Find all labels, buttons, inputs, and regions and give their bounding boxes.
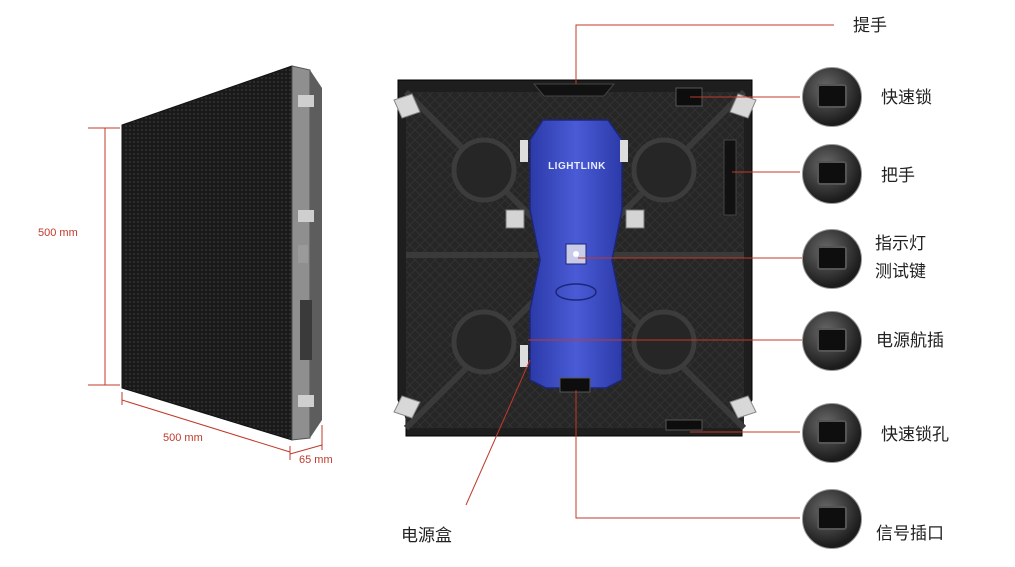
width-dimension-label: 500 mm [163, 432, 203, 444]
callout-handle-top: 提手 [853, 16, 887, 36]
callout-indicator-light: 指示灯 [875, 234, 926, 254]
callout-power-plug: 电源航插 [876, 331, 944, 351]
quick-lock-hole-detail-image [802, 403, 862, 463]
height-dimension-label: 500 mm [38, 227, 78, 239]
dimension-lines [88, 127, 323, 460]
callout-power-box: 电源盒 [401, 526, 452, 546]
callout-signal-port: 信号插口 [876, 524, 944, 544]
callout-test-button: 测试键 [875, 262, 926, 282]
brand-logo: LIGHTLINK [548, 161, 606, 172]
indicator-test-button-detail-image [802, 229, 862, 289]
handle-detail-image [802, 144, 862, 204]
callout-quick-lock: 快速锁 [881, 88, 932, 108]
signal-port-detail-image [802, 489, 862, 549]
power-plug-detail-image [802, 311, 862, 371]
callout-quick-lock-hole: 快速锁孔 [881, 425, 949, 445]
cabinet-back-view [393, 79, 757, 437]
leader-lines [465, 24, 834, 519]
quick-lock-detail-image [802, 67, 862, 127]
depth-dimension-label: 65 mm [299, 454, 333, 466]
callout-handle-side: 把手 [881, 166, 915, 186]
led-panel-front-view [121, 65, 322, 441]
